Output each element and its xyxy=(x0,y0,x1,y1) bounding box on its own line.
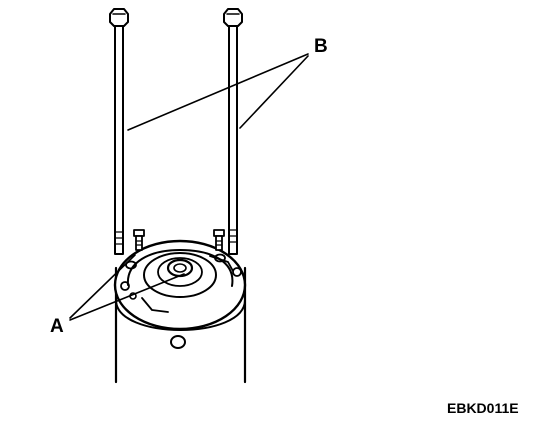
end-cover xyxy=(113,239,247,331)
callout-label-a: A xyxy=(50,316,64,337)
leader-lines-b xyxy=(127,53,309,131)
screw-left xyxy=(133,229,145,251)
screw-right xyxy=(213,229,225,251)
through-bolt-right xyxy=(223,8,243,255)
leader-lines-a xyxy=(69,254,185,321)
callout-label-b: B xyxy=(314,36,328,57)
figure-code: EBKD011E xyxy=(447,400,519,416)
through-bolt-left xyxy=(109,8,129,255)
